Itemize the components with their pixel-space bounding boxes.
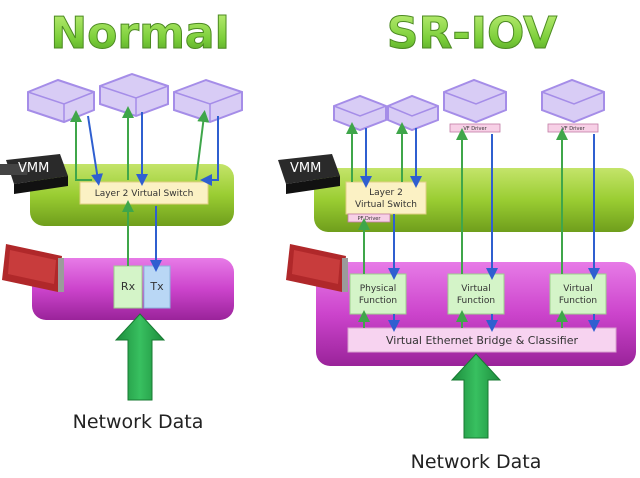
bridge-box bbox=[347, 327, 617, 353]
pf-label-line2: Function bbox=[359, 296, 397, 306]
right-network-data-label: Network Data bbox=[411, 451, 542, 473]
vf-driver-tag-2 bbox=[547, 123, 599, 133]
right-vm-1 bbox=[333, 94, 387, 132]
vf-driver-label-2: VF Driver bbox=[561, 126, 585, 132]
right-vm-4 bbox=[541, 78, 605, 124]
right-switch-label-line2: Virtual Switch bbox=[355, 200, 417, 210]
left-switch-label: Layer 2 Virtual Switch bbox=[95, 189, 194, 199]
right-vm-3 bbox=[443, 78, 507, 124]
left-arrows bbox=[70, 106, 219, 272]
right-vm-2 bbox=[387, 94, 439, 132]
vf2-label-line1: Virtual bbox=[563, 284, 592, 294]
left-nic-card-icon bbox=[2, 244, 64, 292]
right-arrows bbox=[346, 122, 600, 332]
title-sriov: SR-IOV bbox=[387, 8, 557, 59]
vf-driver-label-1: VF Driver bbox=[463, 126, 487, 132]
right-switch-label-line1: Layer 2 bbox=[369, 188, 403, 198]
left-vmm-label: VMM bbox=[18, 161, 49, 176]
vf2-label-line2: Function bbox=[559, 296, 597, 306]
virtual-function-2-box bbox=[549, 273, 607, 315]
title-normal: Normal bbox=[50, 8, 229, 59]
vf-driver-tag-1 bbox=[449, 123, 501, 133]
left-vmm-server-icon bbox=[0, 154, 68, 194]
right-nic-card-icon bbox=[286, 244, 348, 292]
bridge-label: Virtual Ethernet Bridge & Classifier bbox=[386, 334, 578, 347]
left-vm-2 bbox=[99, 72, 169, 118]
right-vmm-label: VMM bbox=[290, 161, 321, 176]
pf-label-line1: Physical bbox=[360, 284, 397, 294]
left-rx-label: Rx bbox=[121, 280, 136, 293]
right-vmm-server-icon bbox=[278, 154, 340, 194]
physical-function-box bbox=[349, 273, 407, 315]
left-vm-3 bbox=[173, 78, 243, 124]
left-vm-1 bbox=[27, 78, 95, 124]
pf-driver-label: PF Driver bbox=[358, 216, 382, 222]
left-big-up-arrow bbox=[114, 313, 166, 401]
left-network-data-label: Network Data bbox=[73, 411, 204, 433]
left-tx-label: Tx bbox=[149, 280, 164, 293]
right-big-up-arrow bbox=[450, 353, 502, 439]
vf1-label-line2: Function bbox=[457, 296, 495, 306]
vf1-label-line1: Virtual bbox=[461, 284, 490, 294]
virtual-function-1-box bbox=[447, 273, 505, 315]
